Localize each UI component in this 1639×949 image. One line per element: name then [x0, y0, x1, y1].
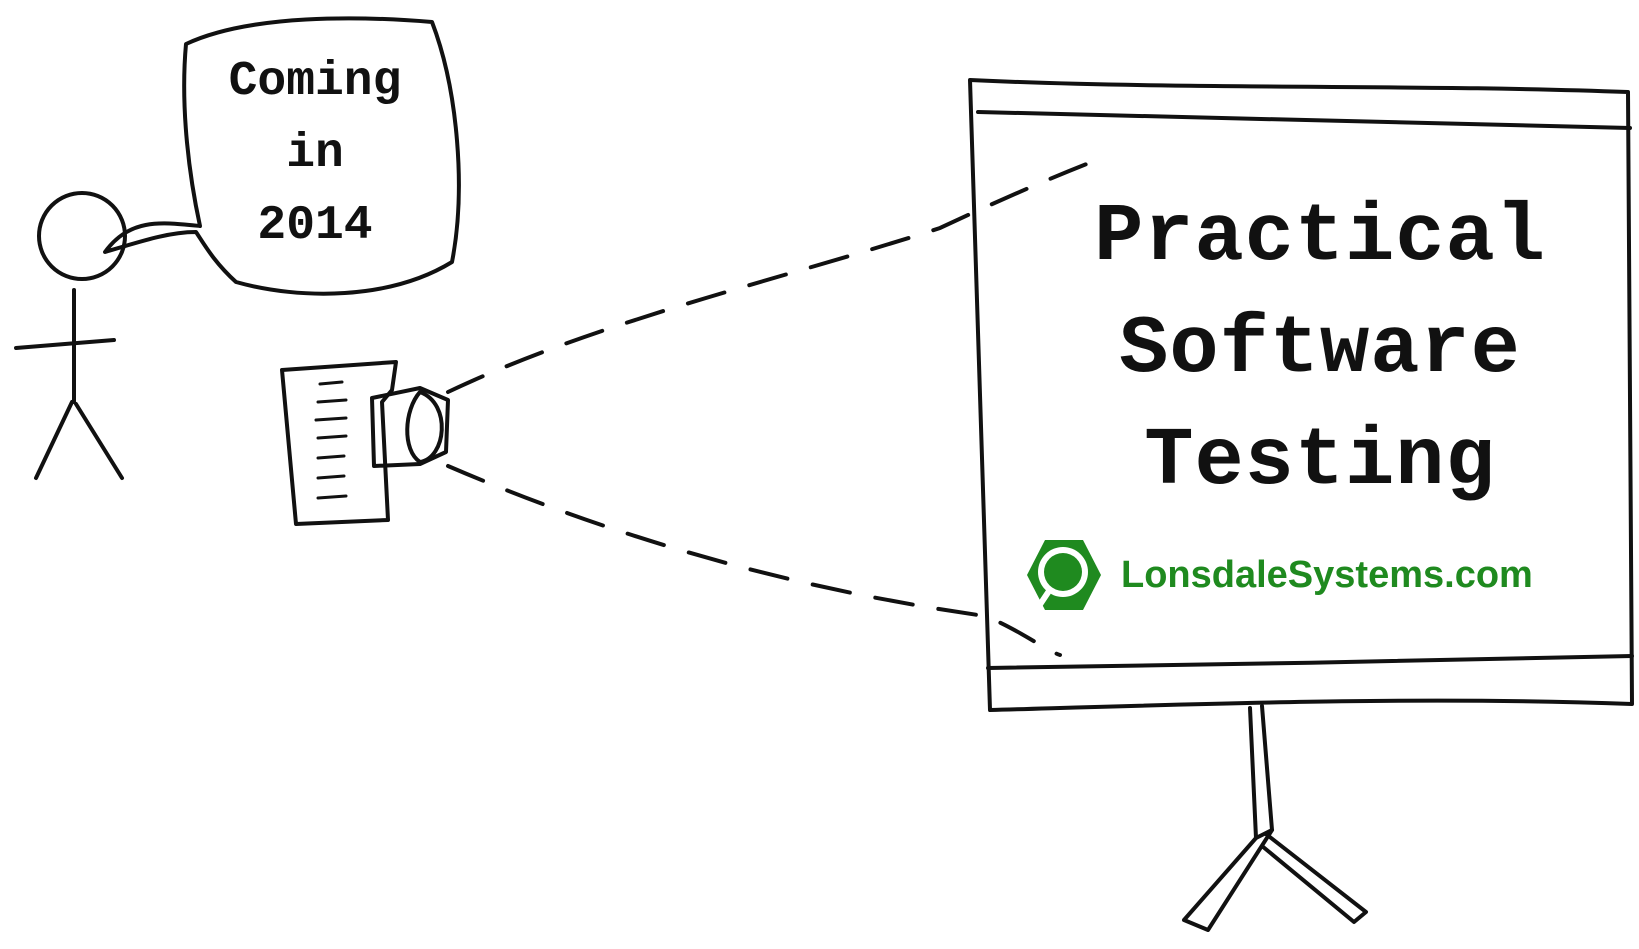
screen-bottom-bar: [986, 654, 1634, 670]
brand-text: LonsdaleSystems.com: [1121, 553, 1533, 596]
projector-lens: [405, 390, 444, 464]
projector-lens-housing: [370, 386, 450, 468]
screen-leg-left: [1182, 828, 1274, 932]
beam-lower: [446, 464, 1062, 657]
screen-stand: [1248, 704, 1274, 840]
speech-line-3: 2014: [257, 199, 373, 253]
screen-title-line-2: Software: [1119, 303, 1521, 396]
speech-bubble-text: Coming in 2014: [190, 46, 440, 262]
figure-right-leg: [74, 402, 124, 480]
speech-line-1: Coming: [228, 55, 402, 109]
green-hexagon-magnifier-icon: [1027, 540, 1101, 610]
figure-arms: [14, 338, 116, 350]
speech-line-2: in: [286, 127, 344, 181]
projector: [280, 360, 450, 526]
figure-left-leg: [34, 400, 74, 480]
projector-body: [280, 360, 398, 526]
screen-title-line-1: Practical: [1094, 191, 1546, 284]
speech-bubble-outline: [103, 16, 461, 296]
beam-upper: [446, 156, 1104, 394]
screen-frame: [968, 78, 1634, 712]
screen-leg-right: [1260, 832, 1368, 924]
brand-logo-group: LonsdaleSystems.com: [1025, 536, 1533, 614]
screen-title: Practical Software Testing: [990, 182, 1639, 518]
figure-head: [37, 191, 127, 281]
projection-screen: [968, 78, 1634, 932]
stick-figure: [14, 191, 127, 480]
screen-top-bar: [976, 110, 1632, 130]
screen-title-line-3: Testing: [1144, 415, 1496, 508]
